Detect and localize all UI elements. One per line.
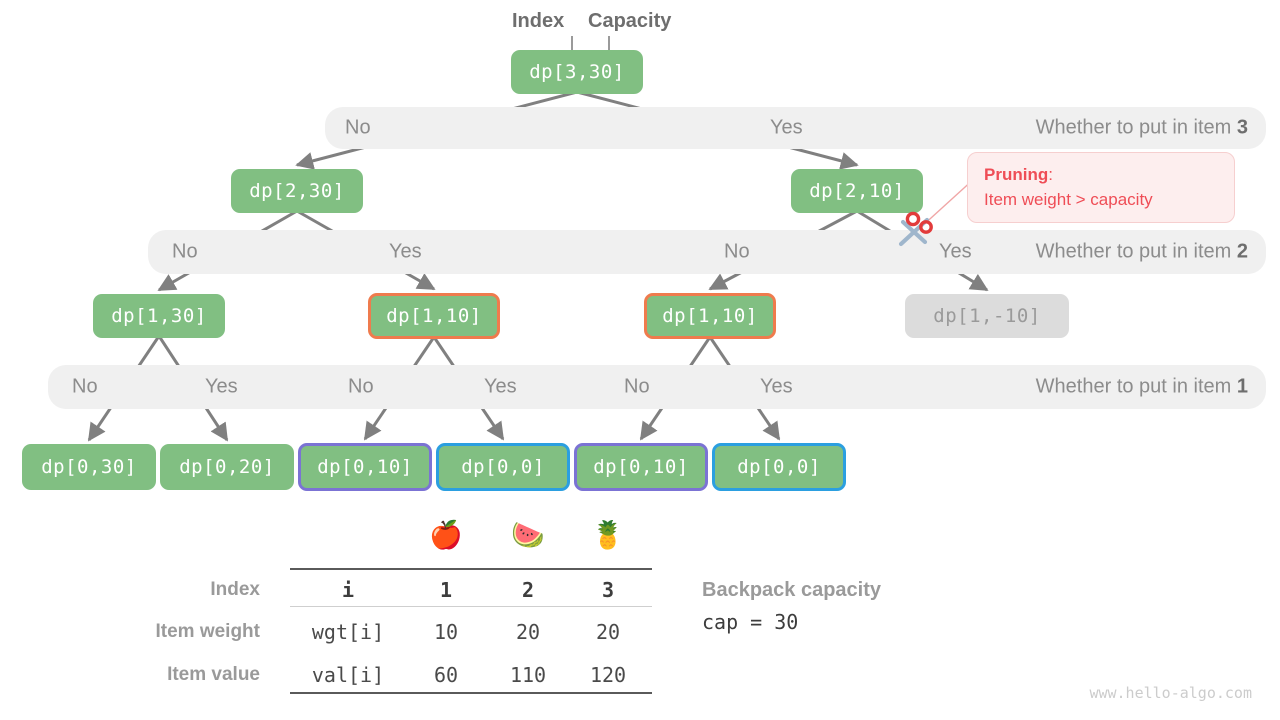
row-label-index: Index [210, 579, 260, 600]
tree-node-dp-0-0: dp[0,0] [436, 443, 570, 491]
cell-key-weight: wgt[i] [311, 620, 385, 644]
choice-label-yes-l1-1: Yes [770, 116, 803, 139]
capacity-caption: Capacity [588, 10, 672, 32]
apple-emoji: 🍎 [429, 520, 463, 550]
capacity-note-value: cap = 30 [702, 610, 799, 634]
cell-value-3: 120 [589, 663, 627, 687]
choice-label-no-l3-2: No [348, 375, 374, 398]
capacity-note-title: Backpack capacity [702, 579, 882, 601]
cell-index-1: 1 [439, 578, 453, 602]
choice-label-yes-l3-5: Yes [760, 375, 793, 398]
cell-weight-3: 20 [595, 620, 621, 644]
choice-label-no-l1-0: No [345, 116, 371, 139]
decision-band-item2: Whether to put in item 2 [148, 230, 1266, 274]
decision-band-item3: Whether to put in item 3 [325, 107, 1266, 149]
pruning-heading-line: Pruning: [984, 163, 1218, 188]
index-caption: Index [512, 10, 565, 32]
decision-band-item1: Whether to put in item 1 [48, 365, 1266, 409]
tree-node-dp-0-30: dp[0,30] [22, 444, 156, 490]
row-label-item-weight: Item weight [155, 621, 260, 642]
tree-node-dp-1-10: dp[1,10] [644, 293, 776, 339]
cell-weight-1: 10 [433, 620, 459, 644]
cell-index-2: 2 [521, 578, 535, 602]
watermark: www.hello-algo.com [1089, 684, 1252, 702]
band-level-label-2: Whether to put in item 2 [1035, 240, 1248, 263]
index-tick [571, 36, 573, 54]
pruning-callout: Pruning: Item weight > capacity [967, 152, 1235, 224]
tree-node-dp-1--10: dp[1,-10] [905, 294, 1069, 338]
tree-node-dp-0-0: dp[0,0] [712, 443, 846, 491]
pruning-heading: Pruning [984, 165, 1049, 184]
table-rule-mid [290, 606, 652, 607]
choice-label-no-l3-0: No [72, 375, 98, 398]
watermelon-emoji: 🍉 [511, 520, 545, 550]
cell-key-index: i [341, 578, 355, 602]
cell-value-1: 60 [433, 663, 459, 687]
choice-label-yes-l3-3: Yes [484, 375, 517, 398]
tree-node-dp-1-10: dp[1,10] [368, 293, 500, 339]
row-label-item-value: Item value [167, 664, 260, 685]
scissors-icon [898, 211, 933, 247]
pineapple-emoji: 🍍 [591, 520, 625, 550]
capacity-note: Backpack capacity cap = 30 [702, 579, 881, 634]
tree-node-dp-3-30: dp[3,30] [511, 50, 643, 94]
table-rule-top [290, 568, 652, 570]
choice-label-yes-l2-1: Yes [389, 240, 422, 263]
tree-node-dp-2-10: dp[2,10] [791, 169, 923, 213]
cell-weight-2: 20 [515, 620, 541, 644]
tree-node-dp-2-30: dp[2,30] [231, 169, 363, 213]
pruning-reason: Item weight > capacity [984, 189, 1153, 209]
cell-index-3: 3 [601, 578, 615, 602]
tree-node-dp-0-20: dp[0,20] [160, 444, 294, 490]
cell-key-value: val[i] [311, 663, 385, 687]
tree-node-dp-0-10: dp[0,10] [298, 443, 432, 491]
table-rule-bottom [290, 692, 652, 694]
tree-node-dp-0-10: dp[0,10] [574, 443, 708, 491]
band-level-label-3: Whether to put in item 3 [1035, 116, 1248, 139]
band-level-label-1: Whether to put in item 1 [1035, 375, 1248, 398]
capacity-tick [608, 36, 610, 54]
choice-label-yes-l2-3: Yes [939, 240, 972, 263]
choice-label-no-l3-4: No [624, 375, 650, 398]
choice-label-no-l2-0: No [172, 240, 198, 263]
choice-label-yes-l3-1: Yes [205, 375, 238, 398]
tree-node-dp-1-30: dp[1,30] [93, 294, 225, 338]
choice-label-no-l2-2: No [724, 240, 750, 263]
cell-value-2: 110 [509, 663, 547, 687]
pruning-colon: : [1048, 165, 1053, 184]
